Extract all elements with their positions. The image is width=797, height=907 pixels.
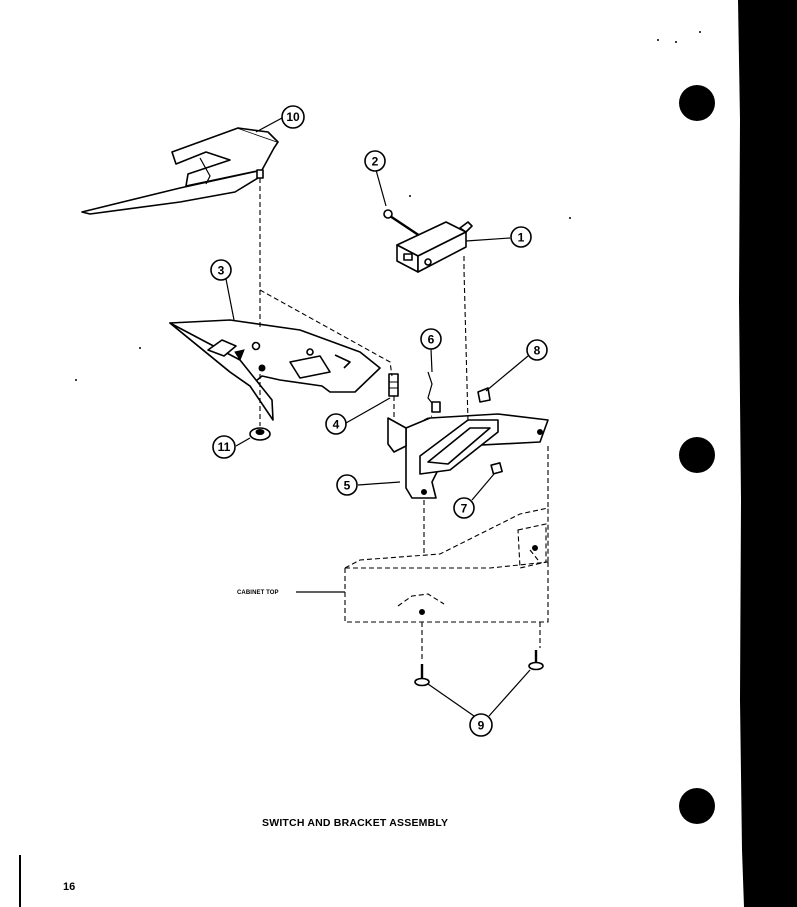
callout-3-label: 3 bbox=[218, 264, 225, 278]
punch-hole-middle bbox=[679, 437, 715, 473]
callout-4: 4 bbox=[325, 413, 347, 435]
part-4-clip bbox=[388, 373, 399, 397]
callout-2-label: 2 bbox=[372, 155, 379, 169]
part-11-nut bbox=[249, 427, 271, 441]
callout-6: 6 bbox=[420, 328, 442, 350]
part-7-square bbox=[490, 462, 503, 475]
callout-1: 1 bbox=[510, 226, 532, 248]
punch-hole-bottom bbox=[679, 788, 715, 824]
diagram-title: SWITCH AND BRACKET ASSEMBLY bbox=[262, 817, 449, 829]
part-9-screws bbox=[414, 650, 544, 687]
callout-8-label: 8 bbox=[534, 344, 541, 358]
page-edge-strip bbox=[738, 0, 797, 907]
callout-5-label: 5 bbox=[344, 479, 351, 493]
callout-10: 10 bbox=[281, 105, 305, 129]
callout-9-label: 9 bbox=[478, 719, 485, 733]
punch-hole-top bbox=[679, 85, 715, 121]
callout-5: 5 bbox=[336, 474, 358, 496]
callout-8: 8 bbox=[526, 339, 548, 361]
part-10-lever bbox=[81, 127, 279, 215]
leader-lines bbox=[225, 117, 531, 717]
callout-9: 9 bbox=[469, 713, 493, 737]
part-3-bracket bbox=[169, 319, 381, 421]
callout-11: 11 bbox=[212, 435, 236, 459]
part-6-wire-clip bbox=[427, 371, 441, 413]
assembly-guide-lines bbox=[259, 178, 549, 660]
callout-7-label: 7 bbox=[461, 502, 468, 516]
part-8-clip bbox=[477, 387, 491, 403]
callout-1-label: 1 bbox=[518, 231, 525, 245]
callout-7: 7 bbox=[453, 497, 475, 519]
callout-4-label: 4 bbox=[333, 418, 340, 432]
part-1-switch bbox=[396, 221, 473, 273]
callout-11-label: 11 bbox=[218, 440, 231, 454]
callout-6-label: 6 bbox=[428, 333, 435, 347]
callout-10-label: 10 bbox=[286, 110, 300, 124]
cabinet-top-label: CABINET TOP bbox=[237, 590, 279, 596]
page-number: 16 bbox=[63, 881, 76, 893]
part-5-main-bracket bbox=[387, 413, 549, 499]
callout-3: 3 bbox=[210, 259, 232, 281]
cabinet-top-outline bbox=[344, 507, 549, 623]
callout-2: 2 bbox=[364, 150, 386, 172]
